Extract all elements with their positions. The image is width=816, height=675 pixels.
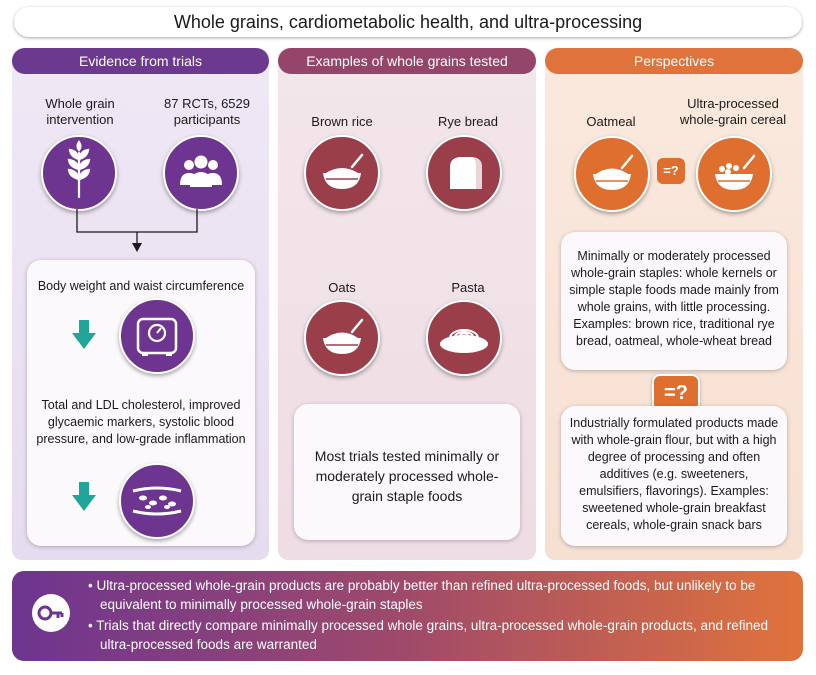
wheat-icon bbox=[41, 135, 117, 211]
examples-panel: Examples of whole grains tested Brown ri… bbox=[278, 48, 536, 560]
examples-note-card: Most trials tested minimally or moderate… bbox=[294, 404, 520, 540]
conclusions-list: • Ultra-processed whole-grain products a… bbox=[88, 576, 794, 656]
rcts-label: 87 RCTs, 6529 participants bbox=[164, 96, 250, 127]
examples-header: Examples of whole grains tested bbox=[278, 48, 536, 74]
key-icon bbox=[32, 594, 70, 632]
outcomes-card: Body weight and waist circumference Tota… bbox=[27, 260, 255, 546]
cereal-bowl-icon bbox=[696, 136, 772, 212]
minimally-processed-card: Minimally or moderately processed whole-… bbox=[561, 232, 787, 370]
scale-icon bbox=[119, 298, 195, 374]
bread-icon bbox=[426, 135, 502, 211]
evidence-panel: Evidence from trials Whole grain interve… bbox=[12, 48, 269, 560]
perspectives-panel: Perspectives Oatmeal Ultra-processed who… bbox=[545, 48, 803, 560]
oatmeal-bowl-icon bbox=[574, 136, 650, 212]
evidence-header: Evidence from trials bbox=[12, 48, 269, 74]
conclusions-banner: • Ultra-processed whole-grain products a… bbox=[12, 571, 803, 661]
decrease-arrow-icon bbox=[72, 320, 96, 349]
artery-icon bbox=[119, 463, 195, 539]
connector-bracket bbox=[76, 209, 198, 252]
decrease-arrow-icon bbox=[72, 482, 96, 511]
example-label-pasta: Pasta bbox=[451, 280, 485, 295]
perspectives-header: Perspectives bbox=[545, 48, 803, 74]
ultra-processed-card: Industrially formulated products made wi… bbox=[561, 406, 787, 546]
ultra-processed-text: Industrially formulated products made wi… bbox=[569, 416, 779, 532]
outcome-body-weight: Body weight and waist circumference bbox=[37, 279, 245, 293]
people-icon bbox=[163, 135, 239, 211]
rice-bowl-icon bbox=[304, 135, 380, 211]
examples-note: Most trials tested minimally or moderate… bbox=[314, 448, 500, 504]
compare-badge-small: =? bbox=[657, 158, 685, 184]
example-label-rye-bread: Rye bread bbox=[438, 114, 498, 129]
page-title: Whole grains, cardiometabolic health, an… bbox=[14, 7, 802, 37]
oatmeal-label: Oatmeal bbox=[586, 114, 636, 129]
minimally-processed-text: Minimally or moderately processed whole-… bbox=[569, 249, 779, 348]
example-label-brown-rice: Brown rice bbox=[311, 114, 373, 129]
pasta-plate-icon bbox=[426, 300, 502, 376]
cereal-label: Ultra-processed whole-grain cereal bbox=[679, 96, 787, 127]
compare-badge-large: =? bbox=[652, 374, 700, 412]
example-label-oats: Oats bbox=[328, 280, 356, 295]
intervention-label: Whole grain intervention bbox=[45, 96, 115, 127]
conclusion-item: • Trials that directly compare minimally… bbox=[88, 618, 769, 652]
outcome-cholesterol: Total and LDL cholesterol, improved glyc… bbox=[36, 398, 246, 446]
oats-bowl-icon bbox=[304, 300, 380, 376]
conclusion-item: • Ultra-processed whole-grain products a… bbox=[88, 578, 756, 612]
